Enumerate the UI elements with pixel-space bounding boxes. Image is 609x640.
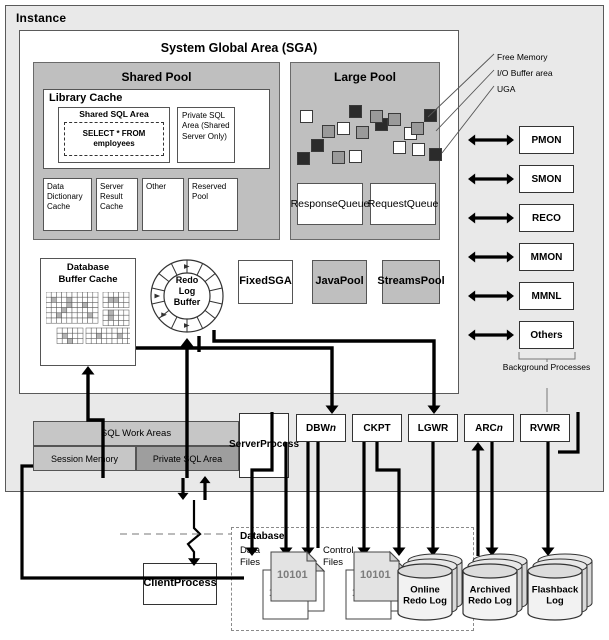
fixed-sga-line-2: SGA xyxy=(267,275,292,288)
shared-sql-statement: SELECT * FROM employees xyxy=(64,122,164,156)
legend-uga: UGA xyxy=(497,84,516,94)
large-pool-title: Large Pool xyxy=(333,70,396,84)
large-pool-square xyxy=(429,148,442,161)
fixed-sga-line-1: Fixed xyxy=(239,275,268,288)
redo-log-buffer-line-2: Log xyxy=(178,285,196,296)
large-pool-square xyxy=(411,122,424,135)
legend-io-buffer-area: I/O Buffer area xyxy=(497,68,553,78)
redo-log-buffer-ring xyxy=(150,259,224,333)
control-files-line-1: Control xyxy=(323,545,354,556)
buffer-blocks-grid xyxy=(46,292,130,344)
streams-pool-line-1: Streams xyxy=(377,275,421,288)
large-pool-square xyxy=(356,126,369,139)
process-pmon: PMON xyxy=(519,126,574,154)
server-result-cache-cell: Server Result Cache xyxy=(96,178,138,231)
server-process-line-2: Process xyxy=(260,439,300,451)
sql-work-areas-box: SQL Work Areas xyxy=(33,421,239,446)
large-pool-square xyxy=(393,141,406,154)
process-mmon: MMON xyxy=(519,243,574,271)
java-pool-line-2: Pool xyxy=(339,275,364,288)
process-name: LGWR xyxy=(417,422,449,434)
svg-text:Redo Log: Redo Log xyxy=(468,596,512,607)
reserved-pool-cell: Reserved Pool xyxy=(188,178,238,231)
large-pool-square xyxy=(412,143,425,156)
sga-title: System Global Area (SGA) xyxy=(160,41,318,55)
database-container xyxy=(231,527,474,631)
process-others: Others xyxy=(519,321,574,349)
large-pool-square xyxy=(300,110,313,123)
large-pool-square xyxy=(349,105,362,118)
client-process-line-1: Client xyxy=(143,577,174,590)
buffer-cache-line-2: Buffer Cache xyxy=(58,273,118,285)
large-pool-square xyxy=(388,113,401,126)
data-files-line-1: Data xyxy=(240,545,261,556)
process-rvwr: RVWR xyxy=(520,414,570,442)
data-dictionary-cache-cell: Data Dictionary Cache xyxy=(43,178,92,231)
process-reco: RECO xyxy=(519,204,574,232)
streams-pool-line-2: Pool xyxy=(420,275,445,288)
private-sql-area-pga-box: Private SQL Area xyxy=(136,446,239,471)
shared-sql-area-title: Shared SQL Area xyxy=(79,109,149,119)
process-name: DBW xyxy=(306,422,330,434)
process-suffix: n xyxy=(329,422,336,434)
client-process-line-2: Process xyxy=(173,577,217,590)
process-ckpt: CKPT xyxy=(352,414,402,442)
library-cache-title: Library Cache xyxy=(49,92,123,104)
large-pool-square xyxy=(332,151,345,164)
redo-log-buffer-line-1: Redo xyxy=(175,275,199,285)
control-files-line-2: Files xyxy=(323,556,344,568)
process-suffix: n xyxy=(496,422,503,434)
large-pool-square xyxy=(424,109,437,122)
large-pool-square xyxy=(297,152,310,165)
request-queue-line-1: Request xyxy=(367,197,407,210)
other-cell: Other xyxy=(142,178,184,231)
legend-free-memory: Free Memory xyxy=(497,52,548,62)
sql-line-2: employees xyxy=(93,139,135,148)
process-name: ARC xyxy=(475,422,497,434)
server-process-line-1: Server xyxy=(228,439,261,451)
java-pool-line-1: Java xyxy=(315,275,340,288)
database-label: Database xyxy=(240,531,285,542)
process-lgwr: LGWR xyxy=(408,414,458,442)
large-pool-square xyxy=(322,125,335,138)
session-memory-box: Session Memory xyxy=(33,446,136,471)
sql-line-1: SELECT * FROM xyxy=(82,129,146,138)
redo-log-buffer-line-3: Buffer xyxy=(173,296,201,307)
svg-text:Log: Log xyxy=(546,596,564,607)
large-pool-square xyxy=(337,122,350,135)
process-mmnl: MMNL xyxy=(519,282,574,310)
process-name: RVWR xyxy=(529,422,561,434)
private-sql-area-box: Private SQL Area (Shared Server Only) xyxy=(177,107,235,163)
response-queue-line-1: Response xyxy=(290,197,338,210)
response-queue-line-2: Queue xyxy=(337,197,370,210)
process-name: CKPT xyxy=(363,422,391,434)
large-pool-square xyxy=(349,150,362,163)
instance-label: Instance xyxy=(16,11,67,25)
svg-text:Archived: Archived xyxy=(470,585,511,596)
shared-pool-title: Shared Pool xyxy=(121,70,192,84)
data-files-line-2: Files xyxy=(240,556,261,568)
svg-text:Flashback: Flashback xyxy=(532,585,579,596)
large-pool-square xyxy=(370,110,383,123)
request-queue-line-2: Queue xyxy=(406,197,439,210)
large-pool-square xyxy=(311,139,324,152)
background-processes-label: Background Processes xyxy=(502,362,591,372)
process-smon: SMON xyxy=(519,165,574,193)
buffer-cache-line-1: Database xyxy=(66,262,110,273)
